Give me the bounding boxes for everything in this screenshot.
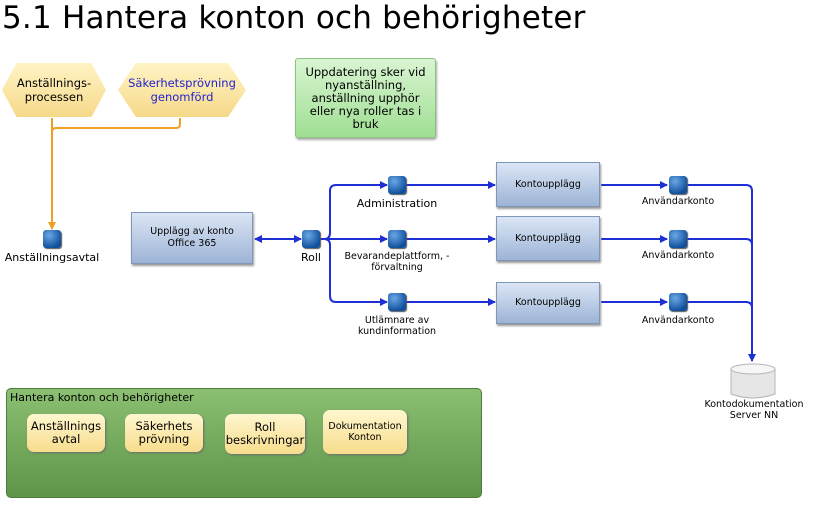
process-account-setup-1: Kontoupplägg bbox=[496, 162, 600, 207]
input-security-check: Säkerhetsprövning genomförd bbox=[118, 63, 246, 117]
label-datastore: Kontodokumentation Server NN bbox=[704, 399, 804, 421]
group-item-account-documentation[interactable]: Dokumentation Konton bbox=[323, 410, 407, 454]
process-account-setup-2: Kontoupplägg bbox=[496, 216, 600, 261]
node-user-account-1 bbox=[669, 176, 687, 194]
connector-account3-to-db bbox=[687, 301, 753, 309]
input-hiring-process: Anställnings- processen bbox=[2, 63, 106, 117]
node-administration bbox=[388, 176, 406, 194]
connector-security-to-contract bbox=[51, 118, 181, 133]
connector-role-to-administration bbox=[320, 181, 388, 240]
group-item-employment-contract[interactable]: Anställnings avtal bbox=[27, 414, 105, 452]
connector-role-to-release bbox=[323, 238, 388, 306]
label-release-info: Utlämnare av kundinformation bbox=[357, 315, 437, 337]
node-preservation-platform bbox=[388, 230, 406, 248]
label-preservation-platform: Bevarandeplattform, -förvaltning bbox=[344, 251, 450, 273]
label-user-account-1: Användarkonto bbox=[641, 196, 715, 207]
datastore-icon bbox=[730, 363, 776, 399]
node-user-account-3 bbox=[669, 293, 687, 311]
label-employment-contract: Anställningsavtal bbox=[4, 251, 100, 264]
node-role bbox=[302, 230, 320, 248]
group-title: Hantera konton och behörigheter bbox=[10, 391, 194, 404]
label-administration: Administration bbox=[356, 197, 438, 210]
info-note: Uppdatering sker vid nyanställning, anst… bbox=[295, 58, 436, 138]
node-user-account-2 bbox=[669, 230, 687, 248]
node-employment-contract bbox=[43, 230, 61, 248]
connector-account2-to-db bbox=[687, 238, 753, 246]
process-account-setup-3: Kontoupplägg bbox=[496, 282, 600, 324]
label-role: Roll bbox=[301, 251, 321, 264]
group-item-role-descriptions[interactable]: Roll beskrivningar bbox=[225, 414, 305, 454]
label-user-account-2: Användarkonto bbox=[641, 250, 715, 261]
label-user-account-3: Användarkonto bbox=[641, 315, 715, 326]
node-release-info bbox=[388, 293, 406, 311]
process-office365-setup: Upplägg av konto Office 365 bbox=[131, 212, 253, 264]
group-item-security-check[interactable]: Säkerhets prövning bbox=[125, 414, 203, 452]
connector-account1-to-db bbox=[687, 184, 756, 362]
page-title: 5.1 Hantera konton och behörigheter bbox=[2, 0, 586, 36]
